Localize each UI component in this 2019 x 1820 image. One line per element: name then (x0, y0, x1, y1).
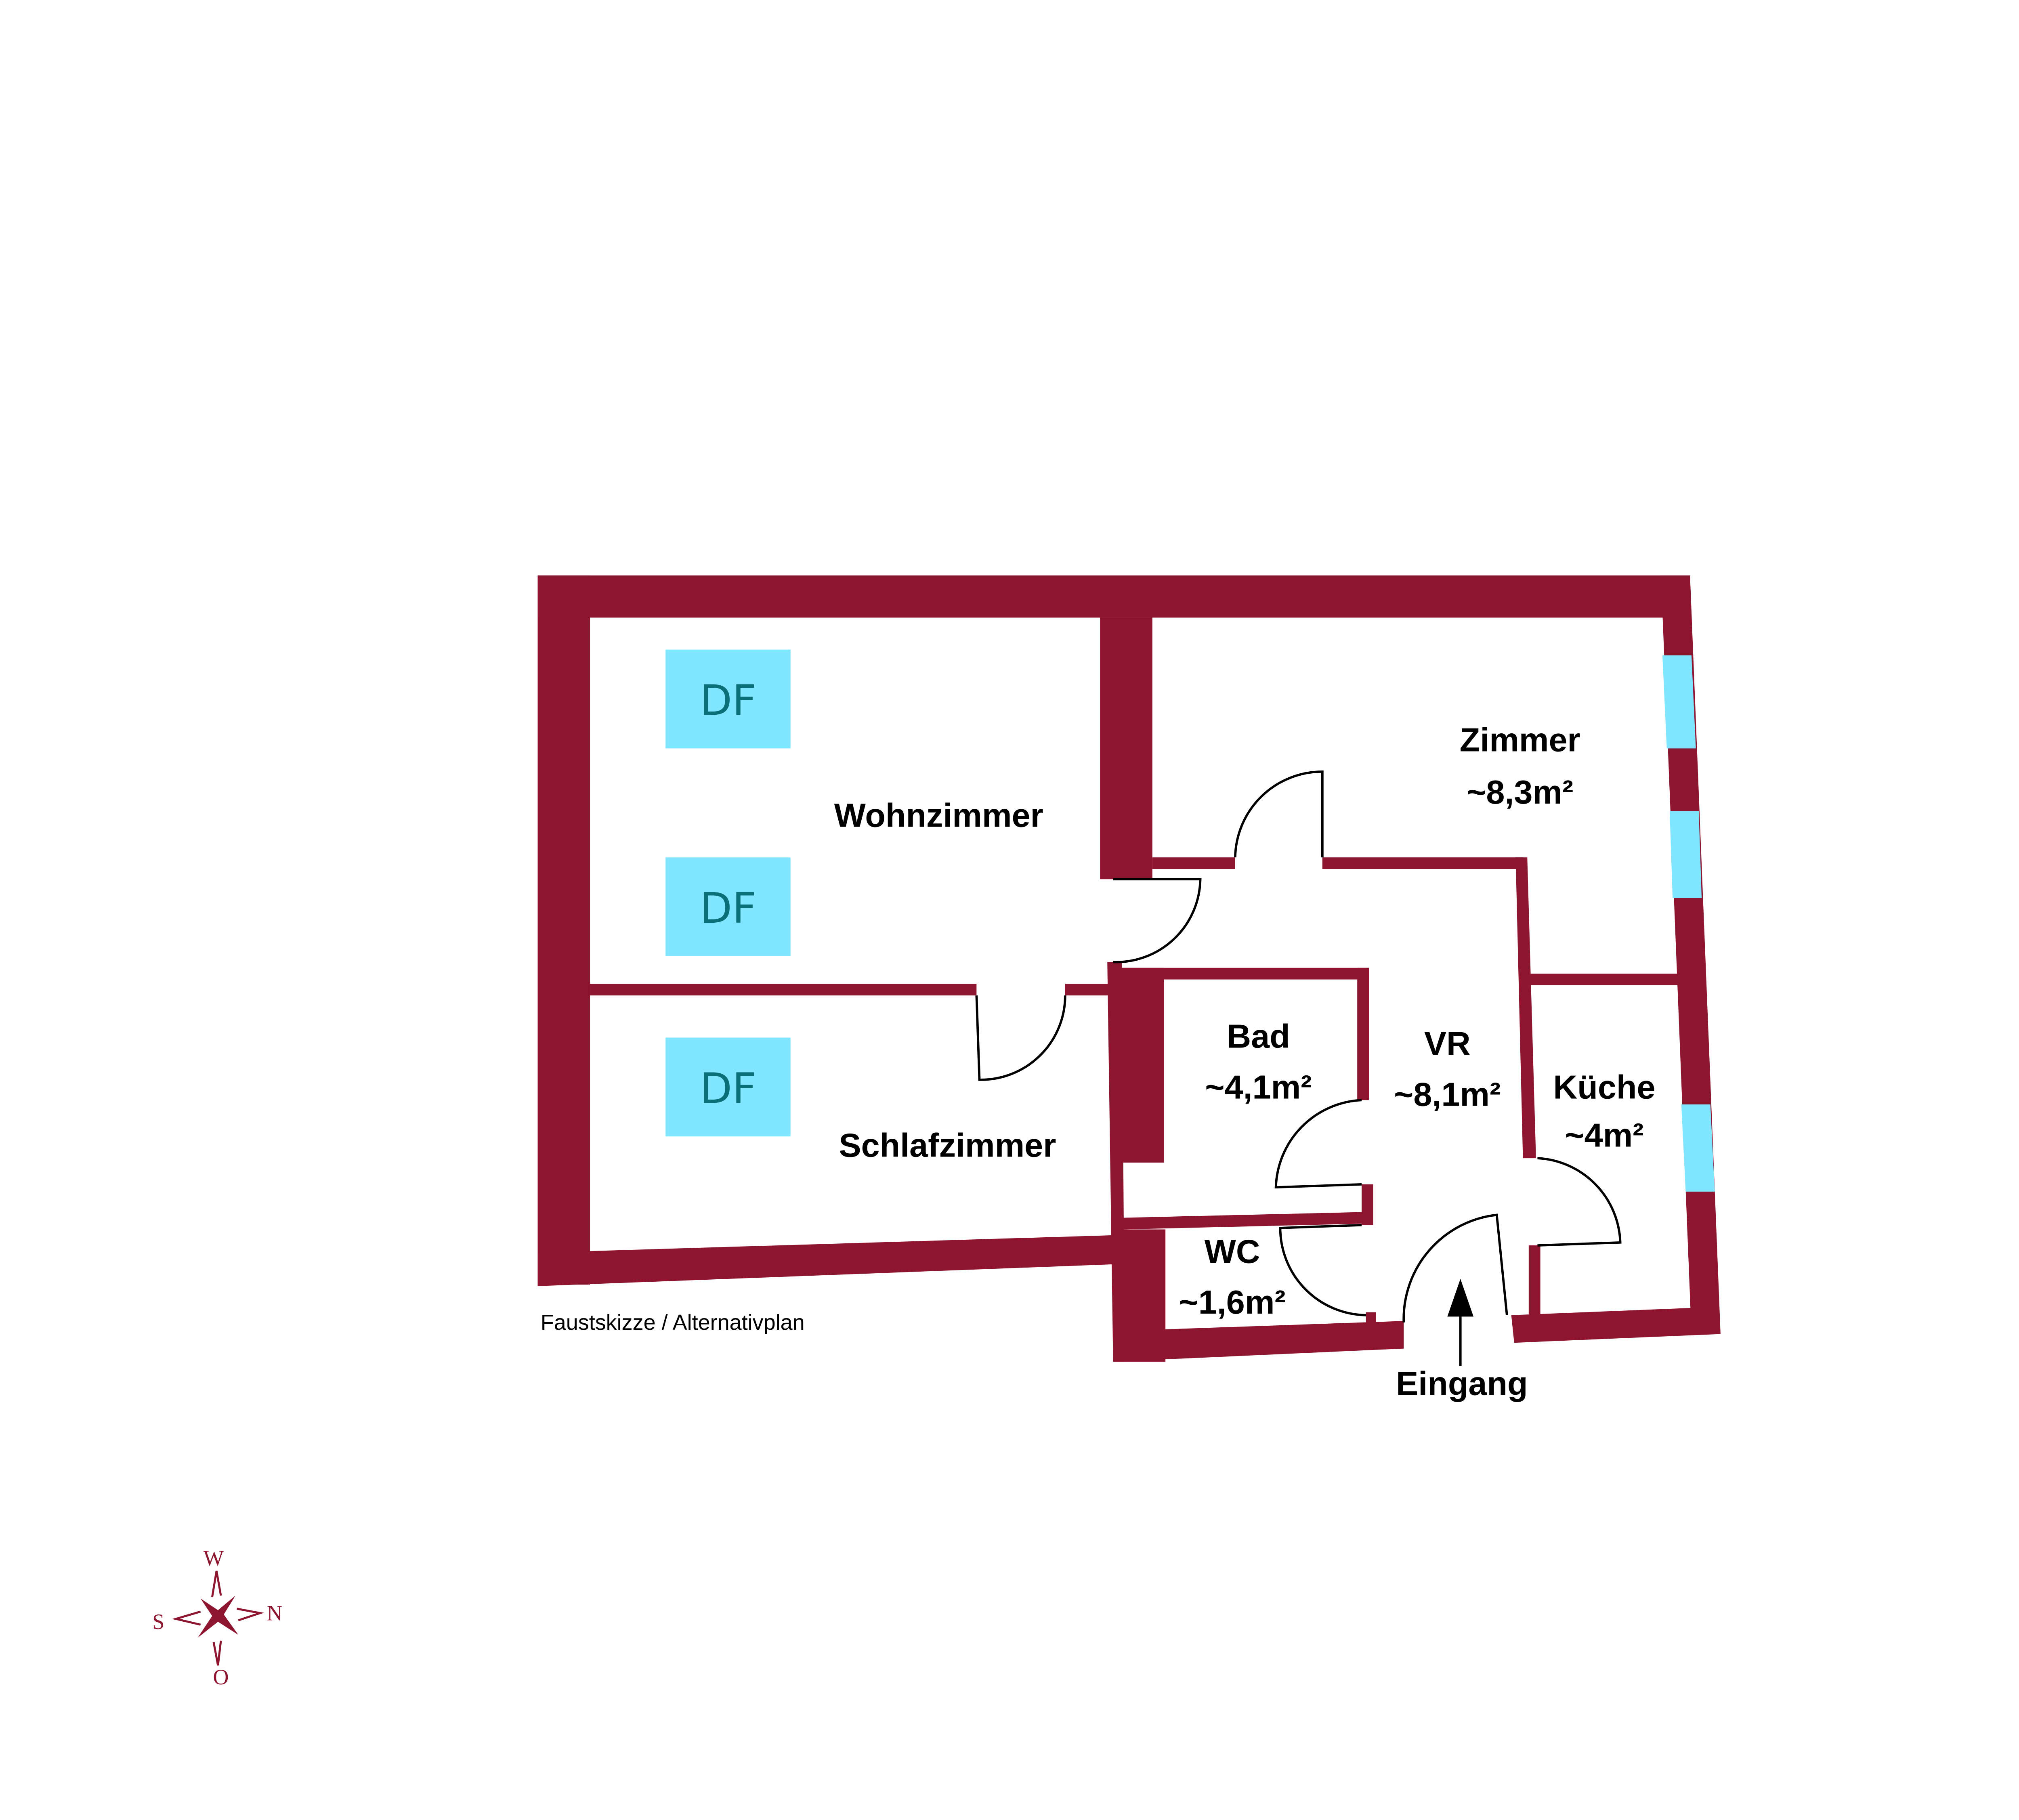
skylight-1 (665, 649, 791, 749)
compass-o: O (213, 1665, 229, 1689)
room-zimmer: Zimmer (1460, 721, 1580, 759)
skylight-3-label: DF (700, 1064, 756, 1113)
room-zimmer-area: ~8,3m² (1467, 773, 1573, 811)
door-zimmer[interactable] (1234, 770, 1324, 858)
wall-zimmer-bottom-b (1322, 857, 1523, 869)
door-wohnzimmer[interactable] (1113, 878, 1202, 964)
wall-kueche-bottom (1511, 1308, 1721, 1343)
entrance-arrowhead-icon (1447, 1278, 1474, 1317)
wall-wc-stub (1366, 1312, 1376, 1327)
door-wc[interactable] (1279, 1224, 1366, 1316)
wall-vr-right (1515, 857, 1536, 1159)
window-zimmer-1 (1662, 655, 1696, 749)
wall-left (537, 575, 590, 1285)
wall-wc-bottom (1113, 1321, 1404, 1362)
wall-kueche-top (1527, 974, 1680, 985)
room-bad-area: ~4,1m² (1205, 1068, 1312, 1106)
room-kueche: Küche (1553, 1068, 1656, 1106)
compass-rose-icon: W S N O (152, 1546, 282, 1689)
plan-note: Faustskizze / Alternativplan (541, 1310, 805, 1335)
room-wc-area: ~1,6m² (1179, 1283, 1286, 1321)
wall-wohn-schlaf-a (590, 984, 977, 996)
door-kueche[interactable] (1537, 1157, 1622, 1247)
window-zimmer-2 (1669, 811, 1702, 898)
door-entrance[interactable] (1402, 1213, 1508, 1322)
door-bad[interactable] (1274, 1099, 1362, 1189)
skylight-3 (665, 1037, 791, 1137)
wall-wohn-schlaf-b (1065, 984, 1113, 996)
room-wc: WC (1205, 1232, 1260, 1270)
window-kueche (1681, 1104, 1715, 1192)
wall-wohn-zimmer (1100, 617, 1152, 880)
wall-bottom-left (537, 1235, 1113, 1286)
compass-n: N (267, 1601, 283, 1625)
entrance-label: Eingang (1396, 1365, 1528, 1402)
compass-s: S (152, 1610, 164, 1634)
skylight-2-label: DF (700, 884, 756, 933)
room-bad: Bad (1227, 1018, 1290, 1055)
skylight-1-label: DF (700, 676, 756, 725)
skylight-2 (665, 857, 791, 956)
compass-w: W (204, 1546, 224, 1570)
room-vr: VR (1424, 1025, 1471, 1062)
wall-zimmer-bottom-a (1152, 857, 1235, 869)
room-schlafzimmer: Schlafzimmer (839, 1127, 1056, 1164)
room-kueche-area: ~4m² (1565, 1116, 1643, 1154)
wall-kueche-stub (1528, 1245, 1540, 1315)
room-vr-area: ~8,1m² (1394, 1076, 1501, 1113)
wall-bad-right (1357, 968, 1369, 1100)
wall-bad-stub (1361, 1184, 1373, 1225)
wall-bad-left (1113, 968, 1164, 1163)
door-schlafzimmer[interactable] (975, 995, 1066, 1081)
wall-top (537, 575, 1690, 618)
room-wohnzimmer: Wohnzimmer (834, 797, 1043, 834)
wall-bad-wc (1122, 1212, 1366, 1230)
